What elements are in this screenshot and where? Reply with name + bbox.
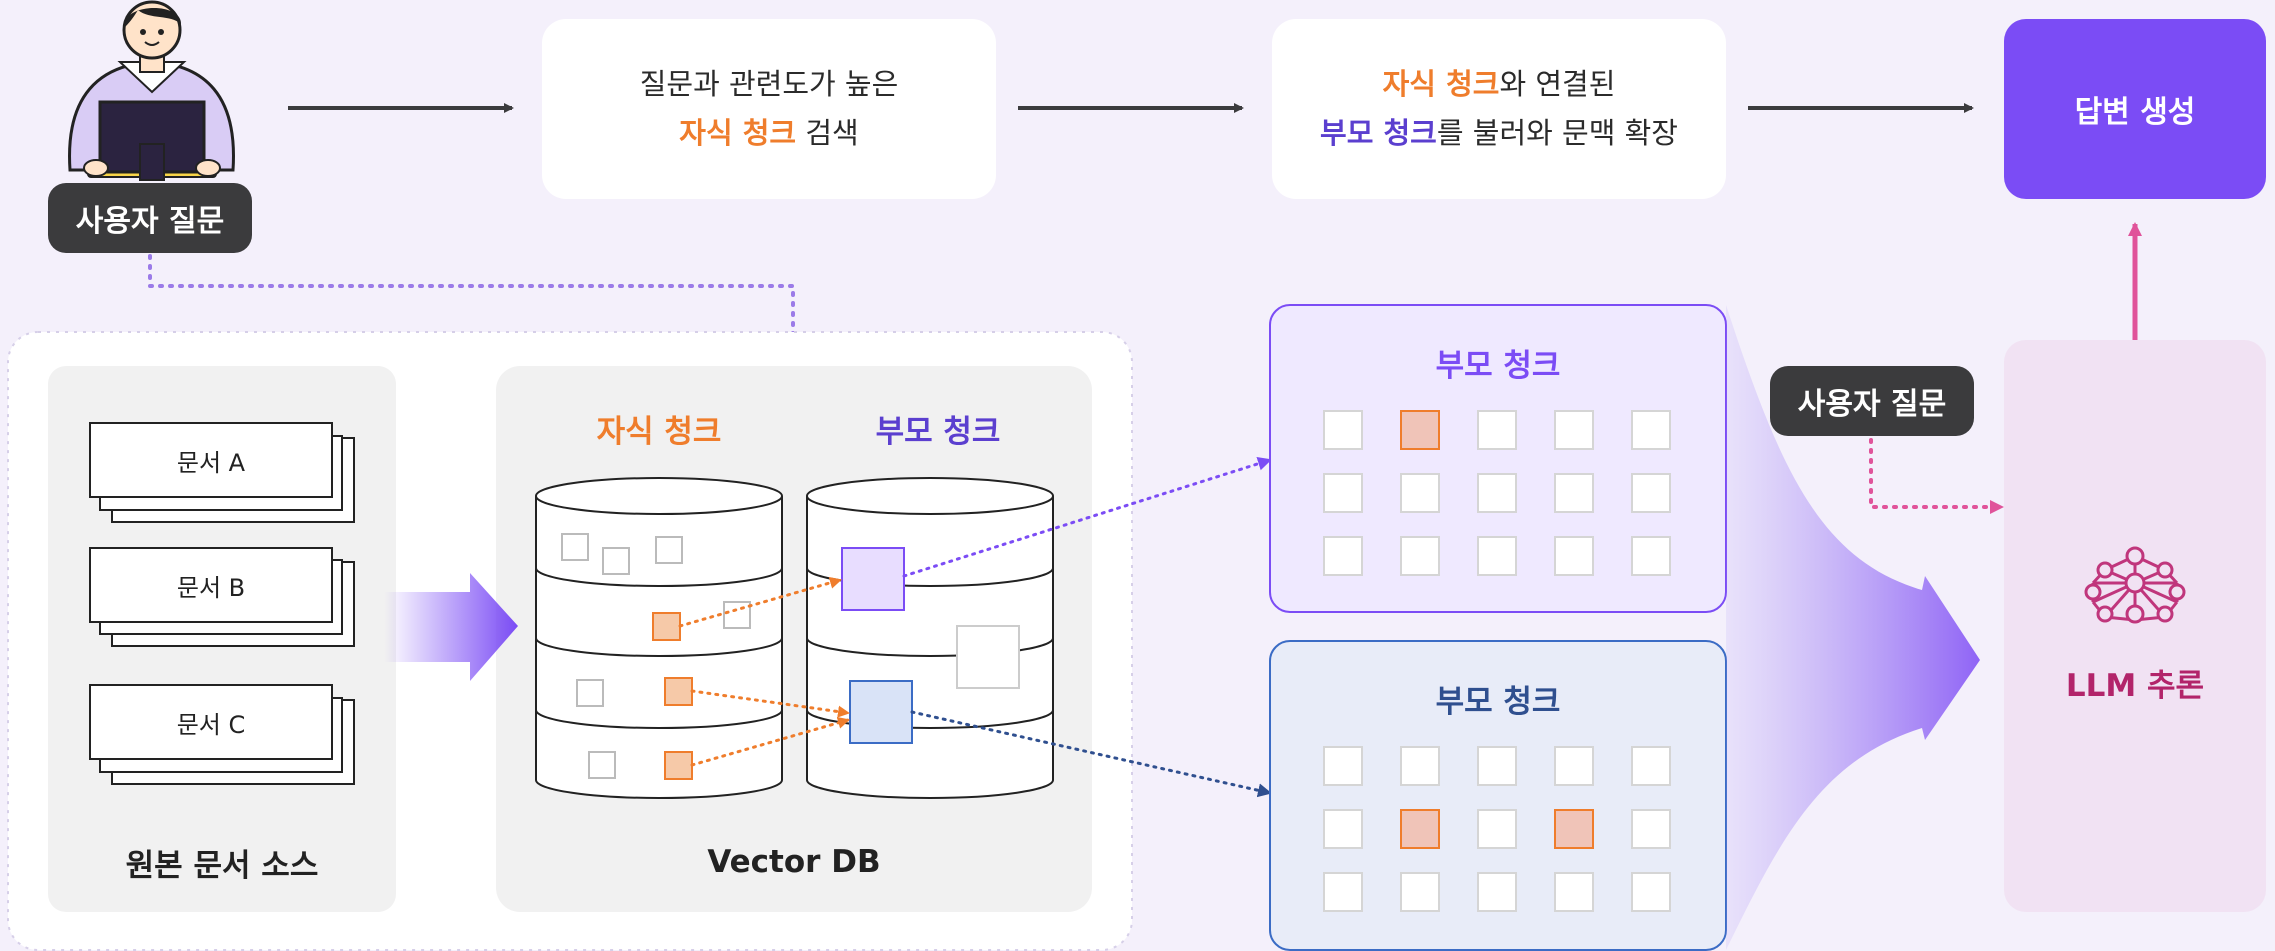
document-stack-c [89,684,355,785]
llm-label: LLM 추론 [2065,667,2205,704]
step2-rest2: 를 불러와 문맥 확장 [1436,116,1678,150]
step-retrieve-child-chunks: 질문과 관련도가 높은 자식 청크 검색 [542,19,996,199]
merge-funnel [1726,305,1980,950]
chunk-cell [1631,536,1671,576]
parent-panel-2-grid [1323,746,1671,912]
chunk-cell [1554,536,1594,576]
step1-accent: 자식 청크 [679,116,797,150]
step1-rest: 검색 [796,116,859,150]
step-expand-parent-chunks: 자식 청크와 연결된 부모 청크를 불러와 문맥 확장 [1272,19,1726,199]
chunk-cell [1323,473,1363,513]
user-question-pill: 사용자 질문 [48,183,252,253]
document-stack-a [89,422,355,523]
chunk-cell [1400,746,1440,786]
parent-chunk-hit-1 [841,547,905,611]
db-to-panel-1-link [902,456,1272,578]
chunk-cell [1631,872,1671,912]
highlighted-chunk-cell [1400,410,1440,450]
step2-accent-parent: 부모 청크 [1320,116,1437,150]
chunk-cell [1477,473,1517,513]
highlighted-chunk-cell [1400,809,1440,849]
vectordb-title: Vector DB [707,844,881,880]
neural-network-icon [2084,546,2186,624]
child-to-parent-links [678,576,850,767]
parent-chunk-label: 부모 청크 [875,413,1001,450]
parent-panel-1-title: 부모 청크 [1435,347,1561,384]
child-chunk-hit-2 [664,677,693,706]
db-to-panel-2-link [910,710,1272,798]
chunk-cell [1477,410,1517,450]
chunk-cell [1631,746,1671,786]
chunk-cell [1323,536,1363,576]
answer-generation-box: 답변 생성 [2004,19,2266,199]
chunk-cell [1554,746,1594,786]
step2-accent-child: 자식 청크 [1382,67,1500,101]
child-chunk-label: 자식 청크 [596,413,722,450]
document-a-label: 문서 A [176,448,246,477]
chunk-cell [1477,746,1517,786]
llm-panel [2004,340,2266,912]
chunk-cell [1631,410,1671,450]
parent-panel-1-grid [1323,410,1671,576]
chunk-cell [1631,809,1671,849]
chunk-cell [1400,872,1440,912]
chunk-cell [1477,536,1517,576]
chunk-cell [1554,473,1594,513]
source-title: 원본 문서 소스 [125,847,319,884]
highlighted-chunk-cell [1554,809,1594,849]
chunk-cell [1323,872,1363,912]
chunk-cell [1477,809,1517,849]
chunk-cell [1554,410,1594,450]
child-chunks [561,533,751,780]
chunk-cell [1323,809,1363,849]
parent-chunk-hit-2 [849,680,913,744]
chunk-cell [1400,536,1440,576]
document-c-label: 문서 C [176,710,246,739]
chunk-cell [1477,872,1517,912]
parent-panel-2-title: 부모 청크 [1435,683,1561,720]
ingest-arrow [384,573,518,681]
question-to-llm-connector [1869,438,2004,514]
chunk-cell [1400,473,1440,513]
chunk-cell [1554,872,1594,912]
user-icon [68,0,235,181]
document-b-label: 문서 B [176,573,246,602]
child-chunk-cylinder [535,477,783,799]
chunk-cell [1323,746,1363,786]
chunk-cell [1631,473,1671,513]
question-to-db-connector [148,254,805,359]
step1-line1: 질문과 관련도가 높은 [639,67,899,101]
document-stack-b [89,547,355,647]
child-chunk-hit-3 [664,751,693,780]
child-chunk-hit-1 [652,612,681,641]
chunk-cell [1323,410,1363,450]
llm-question-pill: 사용자 질문 [1770,366,1974,436]
step2-rest1: 와 연결된 [1499,67,1616,101]
